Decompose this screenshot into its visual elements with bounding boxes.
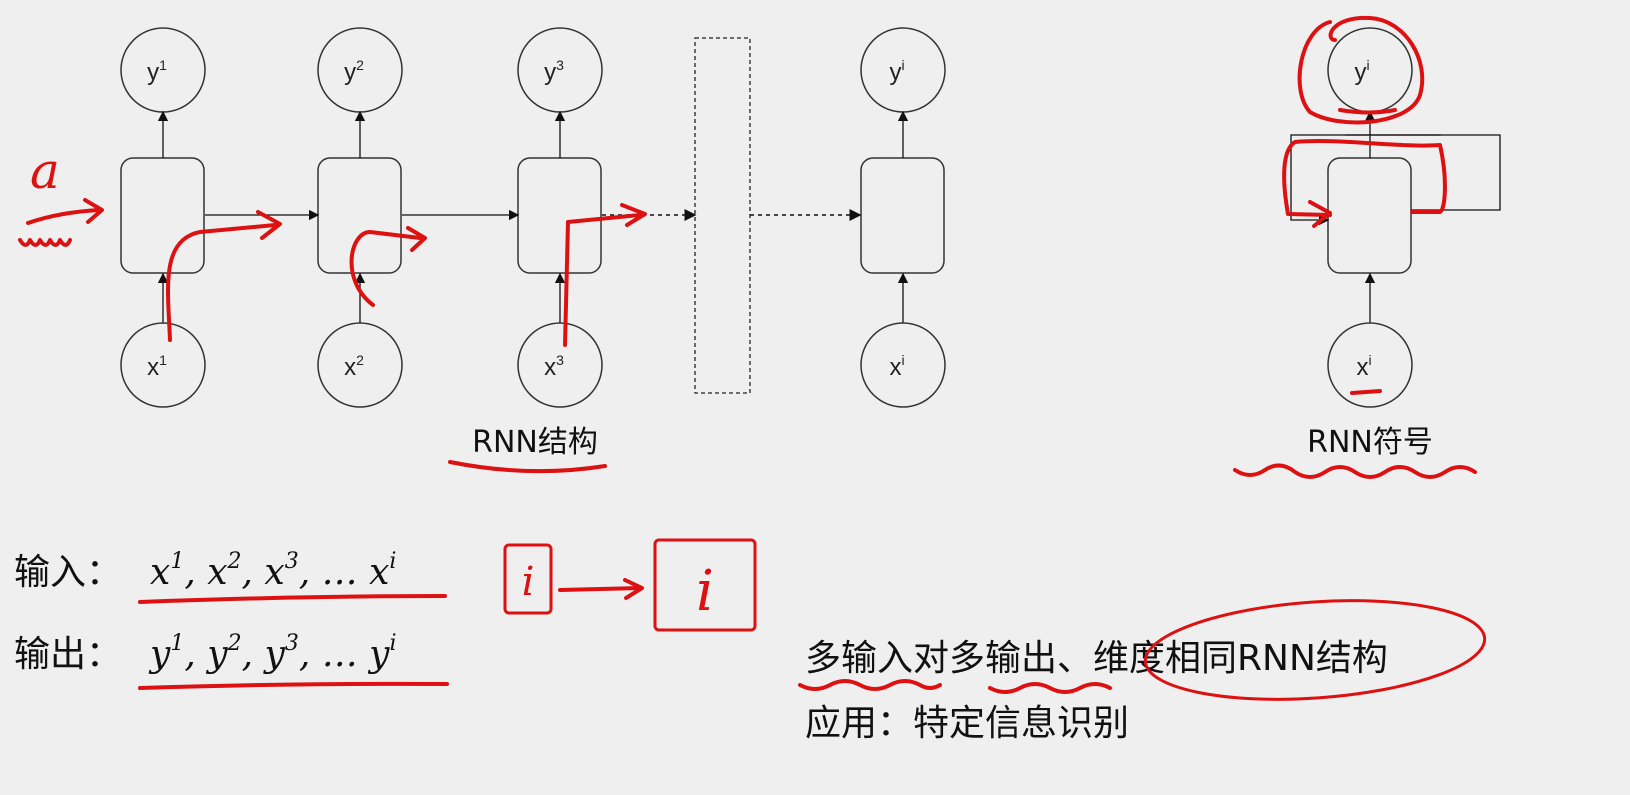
input-label: x2 (344, 352, 364, 381)
handwritten-box-2 (653, 538, 757, 632)
term-base: x (150, 552, 170, 593)
term-base: y (205, 634, 228, 675)
rnn-cell-1: y1 x1 (120, 27, 206, 408)
handwritten-annotations: a i i (18, 15, 1487, 701)
term-sep: , … (299, 552, 369, 593)
term-sep: , (184, 634, 207, 675)
term-sup: 2 (227, 631, 242, 656)
term-sep: , (242, 552, 265, 593)
term-sup: 1 (170, 631, 184, 656)
term-base: y (148, 634, 171, 675)
rnn-cell-4: yi xi (860, 27, 946, 408)
application-text: 应用：特定信息识别 (805, 703, 1129, 744)
handwritten-a: a (30, 142, 60, 200)
input-node (860, 322, 946, 408)
input-node (317, 322, 403, 408)
input-sequence: x1, x2, x3, … xi (150, 549, 396, 593)
summary-text: 多输入对多输出、维度相同RNN结构 (805, 638, 1388, 679)
rnn-cell (1327, 157, 1412, 274)
term-sup: i (389, 549, 396, 574)
term-sup: 1 (170, 549, 184, 574)
term-base: x (369, 552, 389, 593)
input-label: xi (1356, 352, 1371, 381)
output-label: y2 (344, 57, 364, 86)
term-sup: i (390, 631, 397, 656)
term-base: x (207, 552, 227, 593)
term-base: y (367, 634, 390, 675)
term-sup: 2 (227, 549, 242, 574)
output-label-text: 输出： (14, 634, 122, 675)
output-sequence: y1, y2, y3, … yi (148, 631, 397, 675)
output-node (1327, 27, 1413, 113)
term-sep: , (184, 552, 207, 593)
input-label: x1 (147, 352, 167, 381)
rnn-cell-box (317, 157, 402, 274)
output-label: y1 (147, 57, 167, 86)
input-label: x3 (544, 352, 564, 381)
handwritten-box-1 (503, 543, 553, 615)
term-base: x (264, 552, 284, 593)
term-sup: 3 (285, 631, 299, 656)
rnn-symbol: yi xi RNN符号 (1290, 27, 1501, 460)
input-node (517, 322, 603, 408)
handwritten-i-2: i (696, 559, 714, 624)
rnn-cell-box (120, 157, 205, 274)
term-sep: , … (299, 634, 369, 675)
input-node (120, 322, 206, 408)
input-label: xi (889, 352, 904, 381)
structure-caption: RNN结构 (472, 425, 598, 460)
symbol-caption: RNN符号 (1307, 425, 1433, 460)
input-label-text: 输入： (14, 552, 122, 593)
input-node (1327, 322, 1413, 408)
term-sup: 3 (285, 549, 299, 574)
output-label: y3 (544, 57, 564, 86)
handwritten-i-1: i (522, 559, 535, 605)
ellipsis-box (694, 37, 751, 394)
term-base: y (262, 634, 285, 675)
output-label: yi (1354, 57, 1369, 86)
rnn-cell-3: y3 x3 (517, 27, 603, 408)
term-sep: , (242, 634, 265, 675)
rnn-cell-2: y2 x2 (317, 27, 403, 408)
rnn-cell-box (860, 157, 945, 274)
rnn-cell-box (517, 157, 602, 274)
output-label: yi (889, 57, 904, 86)
